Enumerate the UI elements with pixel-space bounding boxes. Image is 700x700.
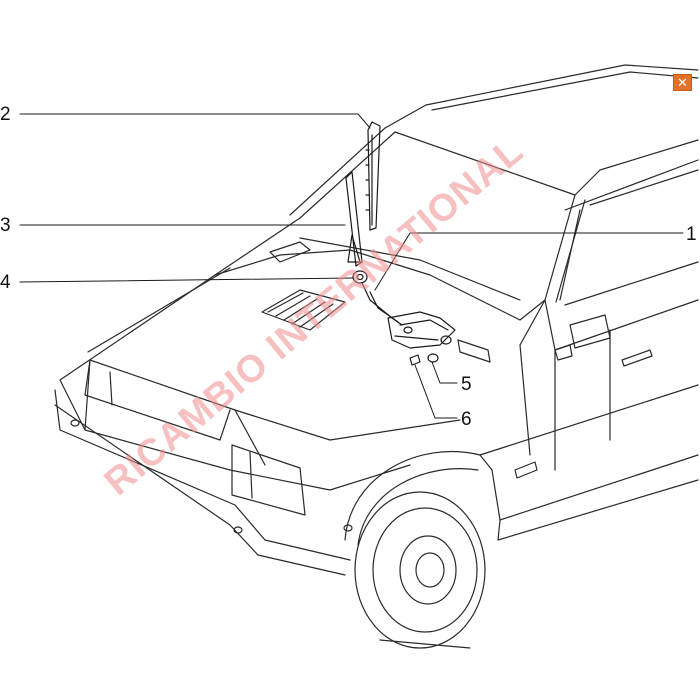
callout-4: 4 bbox=[0, 272, 11, 293]
close-button[interactable]: ✕ bbox=[673, 74, 692, 91]
callout-3: 3 bbox=[0, 215, 11, 236]
close-icon: ✕ bbox=[677, 76, 688, 91]
callout-5: 5 bbox=[461, 374, 472, 395]
bolt bbox=[409, 354, 421, 366]
leader-line-4 bbox=[19, 277, 354, 283]
leader-line-6 bbox=[414, 364, 458, 419]
callout-1: 1 bbox=[686, 224, 697, 245]
washer bbox=[427, 353, 439, 363]
leader-line-5 bbox=[431, 361, 458, 384]
wiper-blade bbox=[367, 121, 381, 231]
wiper-assembly bbox=[345, 121, 456, 366]
leader-line-2 bbox=[19, 113, 371, 129]
leader-lines bbox=[19, 113, 684, 419]
spindle-nut bbox=[352, 270, 368, 284]
callout-2: 2 bbox=[0, 104, 11, 125]
car-body bbox=[54, 64, 699, 649]
watermark-text: RICAMBIO INTERNATIONAL bbox=[97, 130, 532, 504]
leader-line-1 bbox=[374, 232, 684, 291]
callouts: 1 2 3 4 5 6 bbox=[0, 104, 697, 430]
wiper-motor bbox=[387, 311, 456, 349]
callout-6: 6 bbox=[461, 409, 472, 430]
